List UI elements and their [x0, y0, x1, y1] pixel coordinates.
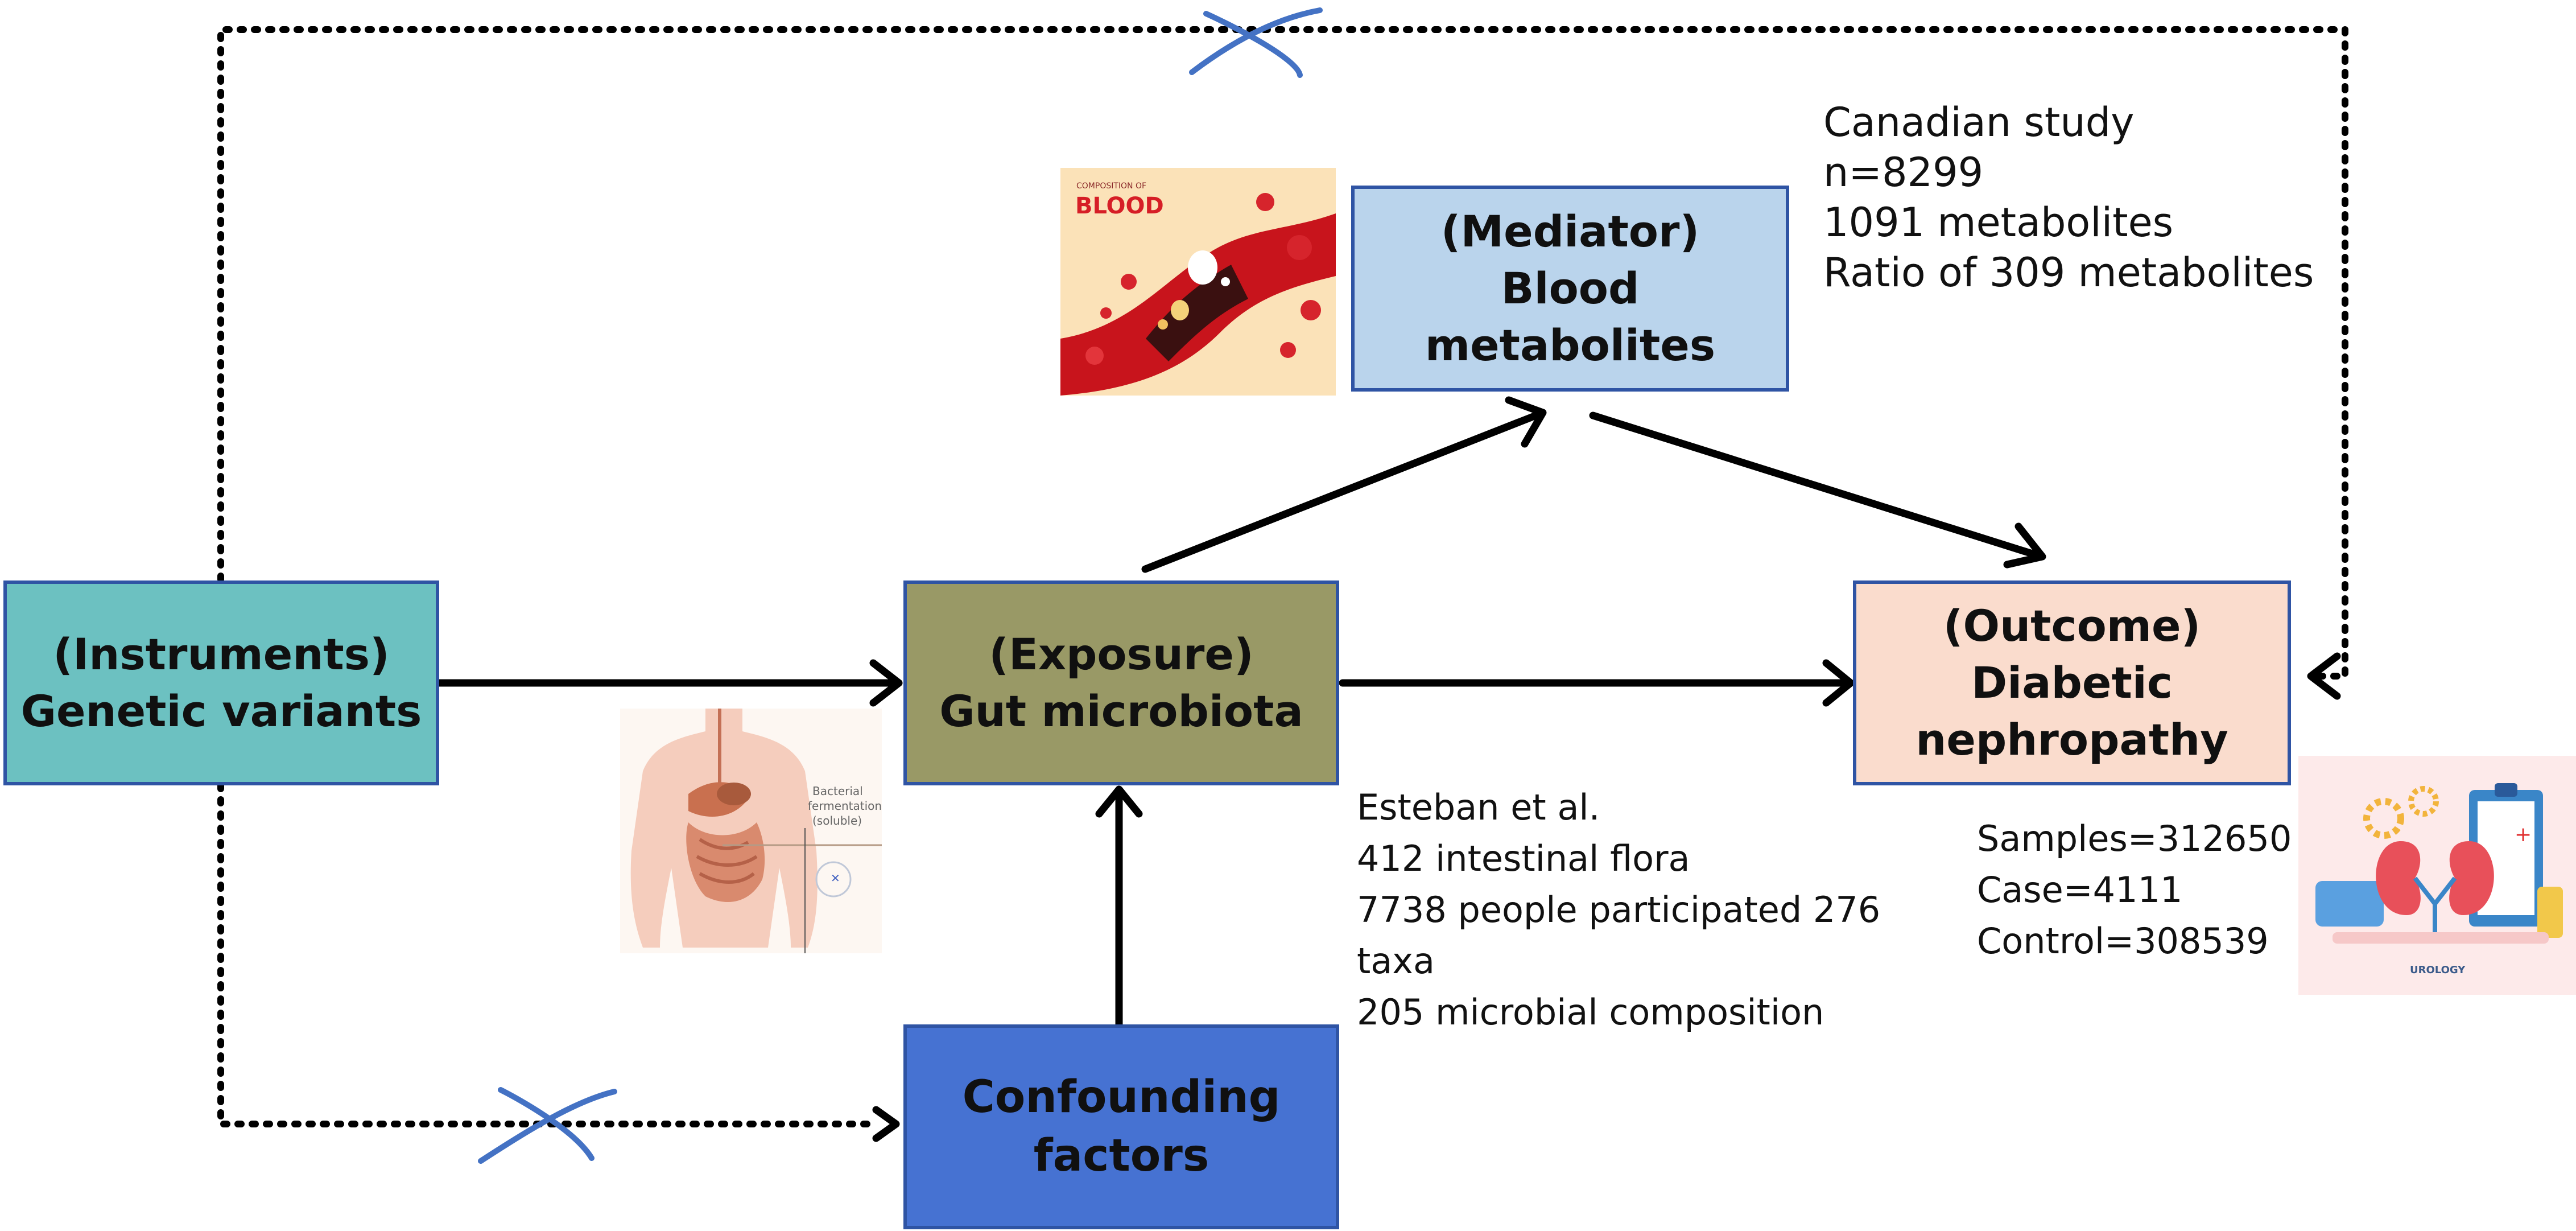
svg-text:+: +	[2515, 823, 2532, 846]
instruments-box: (Instruments) Genetic variants	[3, 580, 439, 785]
blood-caption: COMPOSITION OF	[1076, 182, 1146, 191]
arrow-exposure-outcome	[1339, 659, 1855, 707]
arrow-exposure-mediator-head	[1505, 396, 1547, 448]
gut-caption-line-3: (soluble)	[812, 814, 862, 827]
outcome-label: (Outcome)	[1943, 600, 2201, 651]
arrow-exposure-mediator	[1141, 396, 1547, 573]
arrow-confounding-exposure-head	[1095, 785, 1143, 818]
exposure-note-line-3: 7738 people participated 276	[1357, 889, 1881, 931]
blood-composition-illustration: COMPOSITION OF BLOOD	[1060, 168, 1336, 396]
arrow-instruments-exposure	[435, 659, 903, 707]
instruments-title: Genetic variants	[20, 686, 422, 736]
dotted-link-instruments-confounding-arrowhead	[872, 1106, 900, 1142]
arrow-mediator-outcome	[1589, 411, 2046, 569]
outcome-note-line-2: Case=4111	[1977, 869, 2183, 911]
mediator-label: (Mediator)	[1440, 205, 1700, 257]
mediator-study-note: Canadian study n=8299 1091 metabolites R…	[1823, 102, 2314, 303]
gut-caption-line-1: Bacterial	[812, 784, 863, 798]
cross-mark-top	[1189, 7, 1323, 78]
exposure-study-note: Esteban et al. 412 intestinal flora 7738…	[1357, 790, 1880, 1046]
svg-text:✕: ✕	[831, 871, 840, 885]
outcome-box: (Outcome) Diabetic nephropathy	[1853, 580, 2291, 785]
outcome-study-note: Samples=312650 Case=4111 Control=308539	[1977, 821, 2292, 975]
confounding-box: Confounding factors	[903, 1024, 1339, 1229]
kidney-caption: UROLOGY	[2410, 964, 2466, 976]
urology-kidney-illustration: + UROLOGY	[2298, 756, 2576, 995]
mediator-box: (Mediator) Blood metabolites	[1351, 186, 1789, 392]
mediator-note-line-3: 1091 metabolites	[1823, 199, 2174, 246]
mediator-note-line-1: Canadian study	[1823, 99, 2135, 146]
instruments-label: (Instruments)	[53, 628, 390, 680]
exposure-note-line-5: 205 microbial composition	[1357, 991, 1824, 1033]
outcome-title-line-1: Diabetic	[1971, 657, 2173, 708]
dotted-link-instruments-outcome-arrowhead	[2307, 652, 2341, 700]
outcome-note-line-1: Samples=312650	[1977, 818, 2292, 859]
exposure-title: Gut microbiota	[939, 686, 1303, 736]
cross-mark-bottom	[478, 1087, 617, 1164]
blood-title: BLOOD	[1075, 193, 1164, 219]
arrow-mediator-outcome-head	[2003, 522, 2046, 569]
mediator-title-line-1: Blood	[1501, 262, 1640, 314]
dotted-link-instruments-confounding	[217, 782, 900, 1142]
exposure-label: (Exposure)	[989, 628, 1254, 680]
arrow-confounding-exposure	[1095, 785, 1143, 1028]
exposure-note-line-2: 412 intestinal flora	[1357, 838, 1690, 879]
confounding-title-line-1: Confounding	[962, 1072, 1281, 1123]
arrow-exposure-outcome-head	[1822, 659, 1855, 707]
mediator-note-line-2: n=8299	[1823, 149, 1984, 196]
exposure-box: (Exposure) Gut microbiota	[903, 580, 1339, 785]
outcome-title-line-2: nephropathy	[1916, 714, 2228, 765]
mediator-title-line-2: metabolites	[1425, 320, 1716, 371]
exposure-note-line-1: Esteban et al.	[1357, 787, 1600, 828]
dotted-link-instruments-outcome	[217, 26, 2348, 700]
mediator-note-line-4: Ratio of 309 metabolites	[1823, 249, 2314, 296]
arrow-instruments-exposure-head	[869, 659, 903, 707]
gut-caption-line-2: fermentation	[808, 799, 882, 813]
exposure-note-line-4: taxa	[1357, 940, 1435, 982]
confounding-title-line-2: factors	[1033, 1130, 1209, 1181]
gut-anatomy-illustration: ✕ Bacterial fermentation (soluble)	[620, 709, 882, 953]
outcome-note-line-3: Control=308539	[1977, 920, 2269, 962]
